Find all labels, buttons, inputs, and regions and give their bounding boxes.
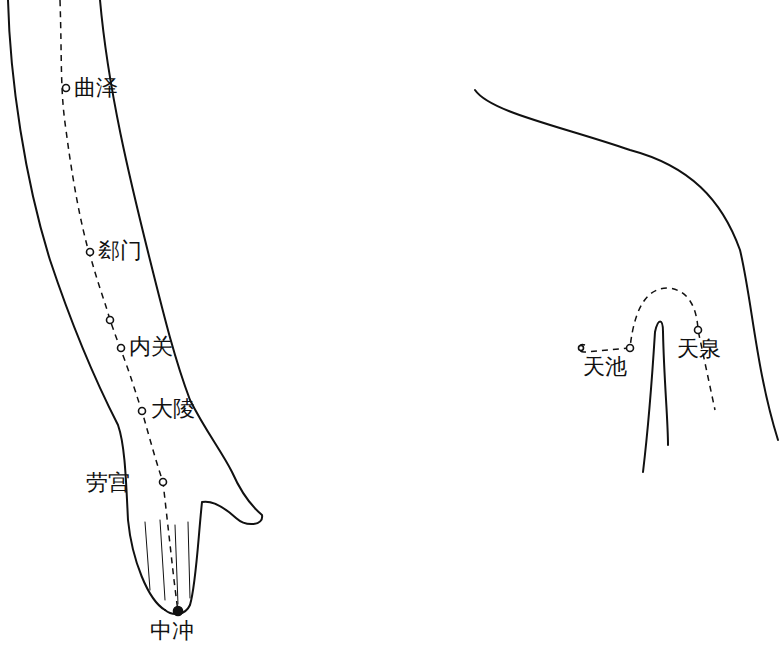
acupoint-label: 郄门 <box>98 240 142 262</box>
arm-outline <box>8 0 165 610</box>
acupoint-label: 曲泽 <box>74 77 118 99</box>
acupoint-label: 劳宫 <box>86 472 130 494</box>
acupoint-label: 内关 <box>129 336 173 358</box>
acupoint-label: 中冲 <box>150 620 194 642</box>
acupoint-label: 天泉 <box>677 338 721 360</box>
acupoint-label: 大陵 <box>151 398 195 420</box>
meridian-line <box>60 0 715 612</box>
finger-line <box>145 520 190 604</box>
armpit-outline <box>643 322 668 473</box>
acupoint-label: 天池 <box>583 356 627 378</box>
chest-outline <box>475 90 778 440</box>
acupoint-dots <box>63 85 702 616</box>
arm-outline <box>100 0 262 614</box>
